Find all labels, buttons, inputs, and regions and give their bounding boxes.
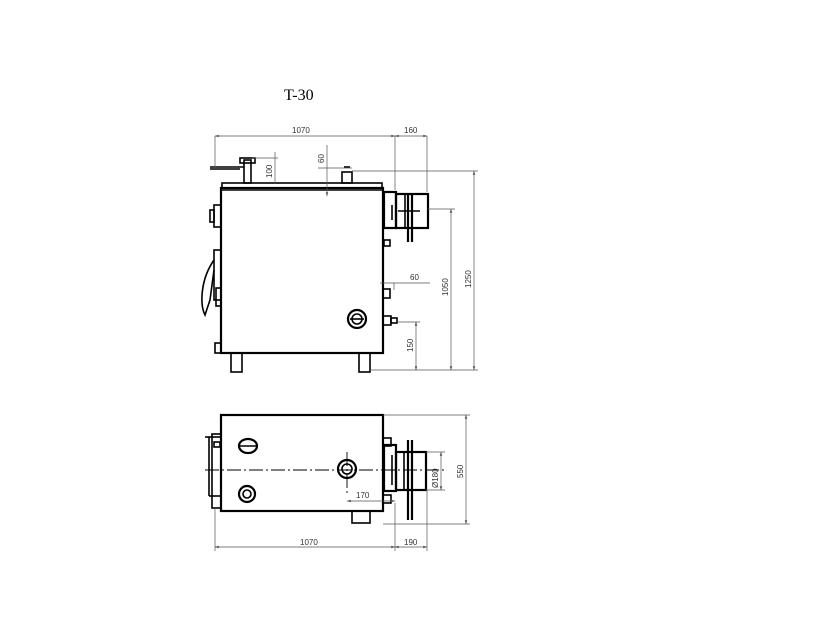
dim-top-pipe: 60	[317, 154, 326, 163]
top-fitting-left	[243, 159, 252, 184]
side-fitting-mid	[382, 288, 391, 299]
front-dimensions: 1070 160 100 60 1250 1050 150	[214, 126, 478, 371]
dim-top-depth: 550	[456, 464, 465, 478]
dim-top-width: 1070	[300, 538, 318, 547]
dim-top-flue-offset: 190	[404, 538, 418, 547]
inspection-port	[346, 308, 368, 330]
top-pipe-circle	[336, 458, 358, 480]
top-view: 1070 190 550 Ø180 170	[205, 413, 470, 551]
dim-height-flue: 1050	[441, 278, 450, 296]
dim-front-width: 1070	[292, 126, 310, 135]
top-flue-collar	[382, 443, 398, 493]
dim-side-pipe: 60	[410, 273, 419, 282]
front-leg-left	[230, 352, 243, 373]
top-fitting-right	[341, 171, 353, 184]
top-door-frame	[211, 433, 222, 509]
top-dimensions: 1070 190 550 Ø180 170	[214, 414, 470, 551]
dim-pipe-offset: 170	[356, 491, 370, 500]
top-fitting-lower	[237, 484, 257, 504]
front-view: 1070 160 100 60 1250 1050 150	[201, 126, 478, 373]
dim-height-total: 1250	[464, 270, 473, 288]
dim-front-flue-offset: 160	[404, 126, 418, 135]
dim-leg-top: 100	[265, 164, 274, 178]
outlet-fitting	[382, 315, 392, 326]
drawing-title: T-30	[284, 87, 314, 104]
dim-height-outlet: 150	[406, 338, 415, 352]
front-leg-right	[358, 352, 371, 373]
flue-collar	[382, 190, 398, 230]
dim-flue-diameter: Ø180	[431, 468, 440, 488]
bottom-tab	[351, 510, 371, 524]
door-handle	[201, 259, 215, 318]
